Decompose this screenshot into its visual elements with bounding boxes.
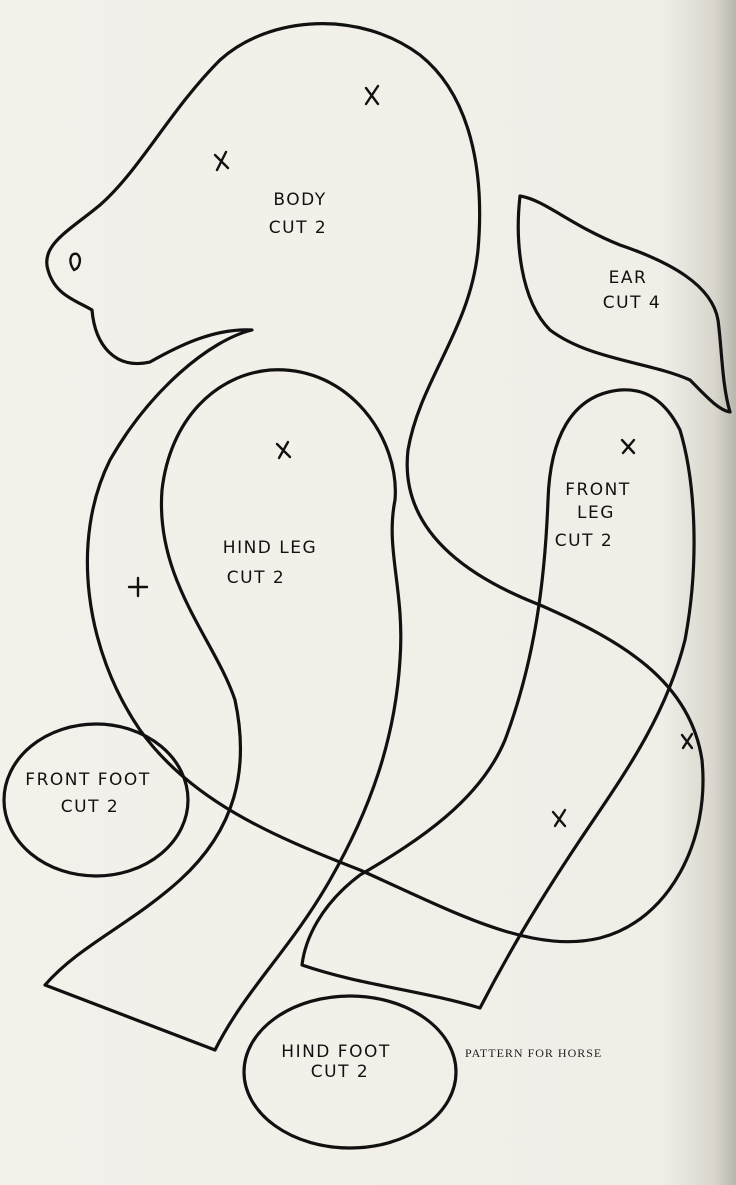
front-leg-cut-label: CUT 2 <box>555 531 613 551</box>
front-foot-label: FRONT FOOT <box>25 770 150 790</box>
hind-foot-piece-outline <box>242 994 458 1150</box>
front-leg-piece-outline <box>300 388 696 1010</box>
ear-piece-outline <box>516 194 732 414</box>
front-leg-label: FRONT <box>565 480 631 500</box>
hind-leg-piece-outline <box>43 368 403 1052</box>
ear-cut-label: CUT 4 <box>603 293 661 313</box>
nostril-mark <box>69 252 82 272</box>
front-leg-label-2: LEG <box>577 503 615 523</box>
figure-caption: PATTERN FOR HORSE <box>465 1046 603 1060</box>
body-cut-label: CUT 2 <box>269 218 327 238</box>
body-piece-outline <box>45 22 705 944</box>
ear-label: EAR <box>609 268 648 288</box>
placement-marks <box>127 84 694 828</box>
front-foot-cut-label: CUT 2 <box>61 797 119 817</box>
hind-foot-label: HIND FOOT <box>281 1042 390 1062</box>
body-label: BODY <box>273 190 326 210</box>
front-foot-piece-outline <box>2 722 190 878</box>
hind-leg-label: HIND LEG <box>223 538 317 558</box>
hind-foot-cut-label: CUT 2 <box>311 1062 369 1082</box>
hind-leg-cut-label: CUT 2 <box>227 568 285 588</box>
